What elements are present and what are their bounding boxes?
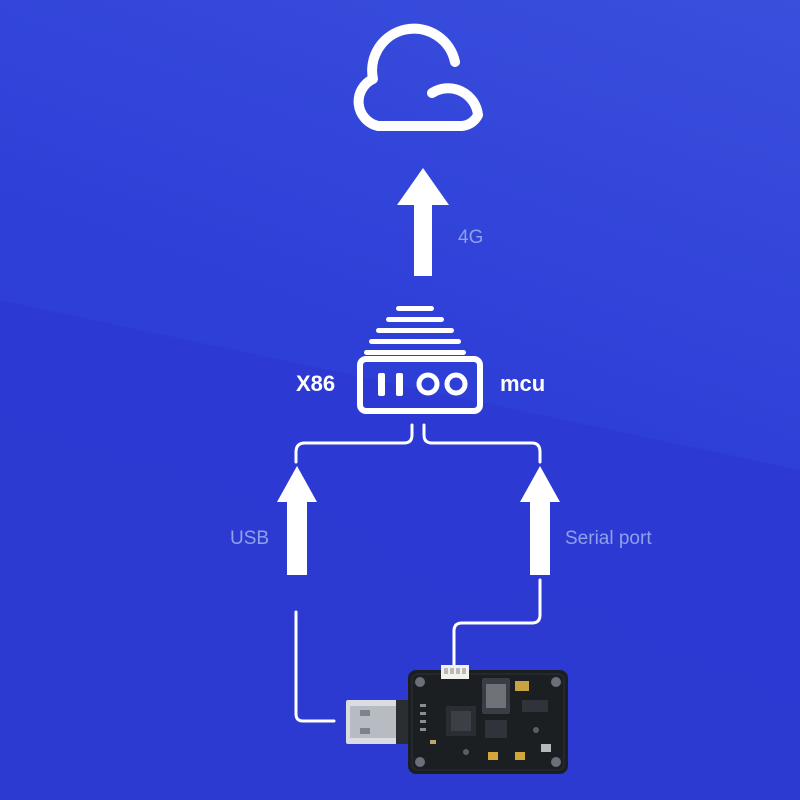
label-x86: X86 [296,371,336,396]
server-stripe-3 [376,328,454,333]
pcb-hole-2 [551,677,561,687]
server-stripe-1 [396,306,434,311]
pcb-hole-1 [415,677,425,687]
label-serial-port: Serial port [565,528,652,549]
arrow-up-icon-usb [277,466,317,575]
serial-pin-2 [450,668,454,674]
smd-4 [420,728,426,731]
background-band [0,300,800,800]
led-1 [488,752,498,760]
button [541,744,551,752]
usb-plug-hole-1 [360,710,370,716]
arrow-up-icon-serial [520,466,560,575]
secondary-chip [485,720,507,738]
server-light-1 [378,373,385,396]
via-2 [463,749,469,755]
serial-cable-line [452,578,542,668]
cloud-icon [353,23,483,131]
server-icon [357,306,483,414]
smd-2 [420,712,426,715]
serial-pin-4 [462,668,466,674]
label-mcu: mcu [500,371,546,396]
main-chip-die [451,711,471,731]
smd-1 [420,704,426,707]
server-light-2 [396,373,403,396]
server-port-2 [444,372,468,396]
usb-plug-hole-2 [360,728,370,734]
usb-4g-module-board [346,665,568,774]
regulator-chip [522,700,548,712]
serial-pin-3 [456,668,460,674]
antenna-pad [515,681,529,691]
arrow-up-icon-4g [397,168,449,276]
usb-plug-inner [350,706,404,738]
label-usb: USB [230,528,270,549]
server-port-1 [416,372,440,396]
led-2 [515,752,525,760]
serial-pin-1 [444,668,448,674]
server-stripe-2 [386,317,444,322]
via-1 [533,727,539,733]
pcb-hole-3 [415,757,425,767]
smd-3 [420,720,426,723]
server-stripe-5 [364,350,466,355]
pcb-edge [411,673,565,771]
right-connector-line [422,423,542,464]
server-body [357,356,483,414]
left-connector-line [294,423,414,464]
usb-cable-line [294,610,336,723]
sim-slot-inner [486,684,506,708]
usb-plug-collar [396,700,410,744]
pcb-hole-4 [551,757,561,767]
smd-5 [430,740,436,744]
server-stripe-4 [369,339,461,344]
label-4g: 4G [458,227,484,248]
